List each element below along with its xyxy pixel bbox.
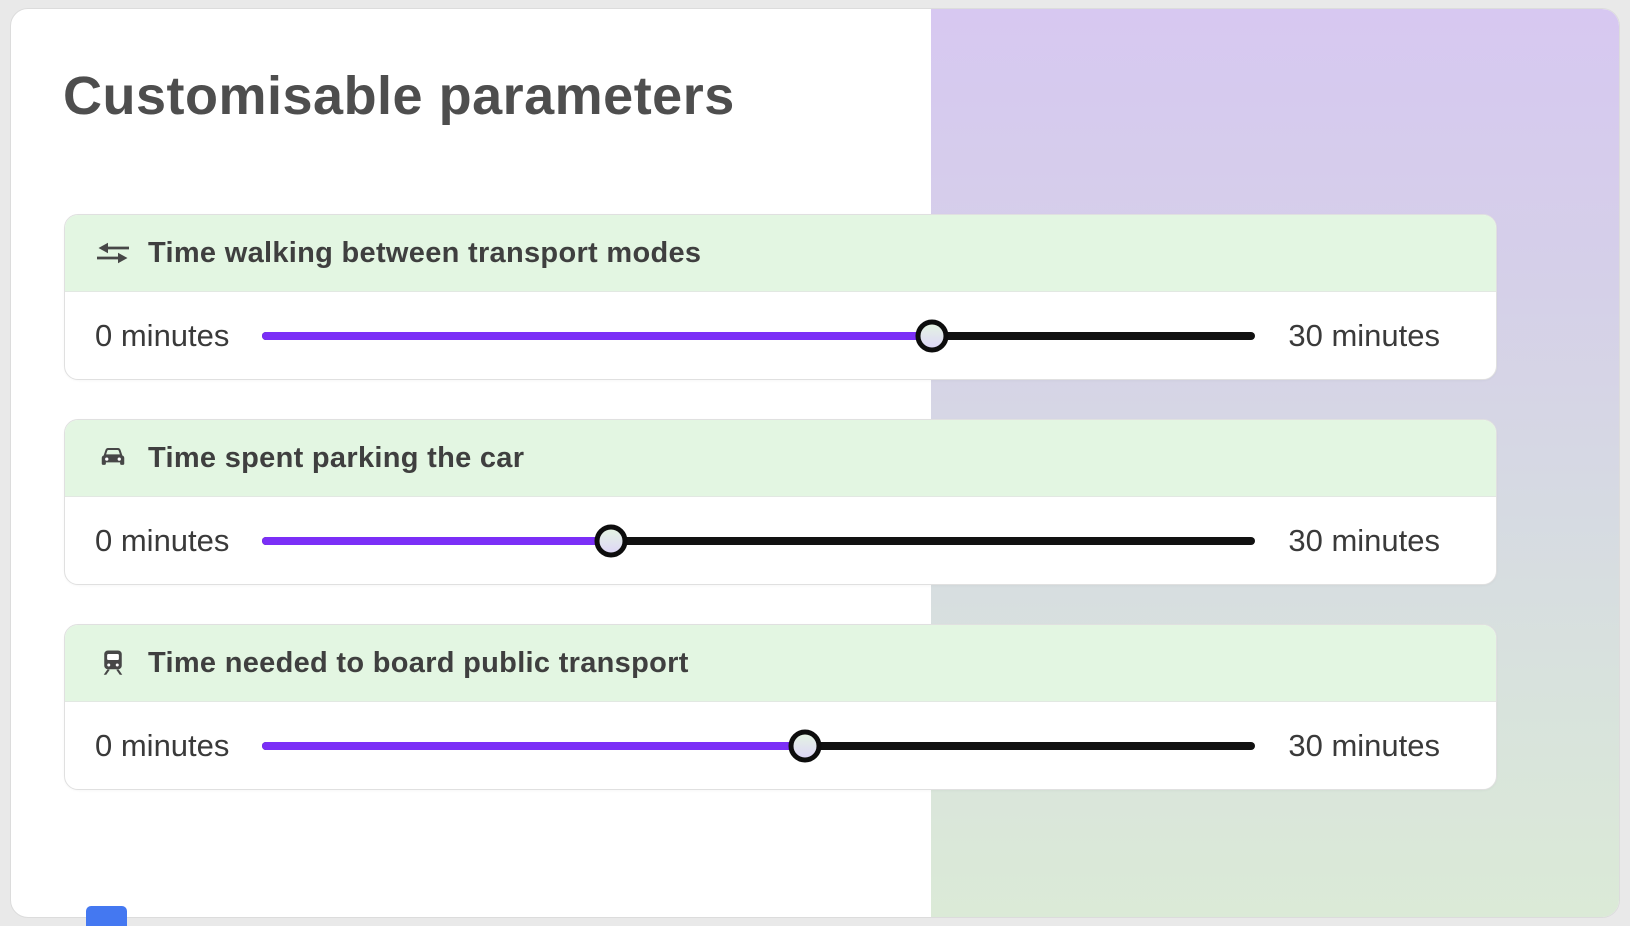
param-header-boarding: Time needed to board public transport	[65, 625, 1496, 702]
slider-track[interactable]	[262, 319, 1256, 353]
slider-min-label: 0 minutes	[95, 523, 230, 558]
main-card: Customisable parameters Time walking bet…	[10, 8, 1620, 918]
swap-arrows-icon	[95, 237, 131, 269]
slider-row-parking: 0 minutes 30 minutes	[65, 497, 1496, 584]
slider-max-label: 30 minutes	[1288, 523, 1440, 558]
param-card-walking: Time walking between transport modes 0 m…	[64, 214, 1497, 380]
param-label: Time walking between transport modes	[148, 236, 702, 269]
slider-thumb[interactable]	[788, 729, 822, 763]
slider-row-boarding: 0 minutes 30 minutes	[65, 702, 1496, 789]
train-icon	[95, 647, 131, 679]
slider-max-label: 30 minutes	[1288, 318, 1440, 353]
param-card-boarding: Time needed to board public transport 0 …	[64, 624, 1497, 790]
slider-min-label: 0 minutes	[95, 728, 230, 763]
slider-fill	[262, 332, 932, 340]
slider-max-label: 30 minutes	[1288, 728, 1440, 763]
slider-track[interactable]	[262, 524, 1256, 558]
param-header-parking: Time spent parking the car	[65, 420, 1496, 497]
partially-visible-blue-element[interactable]	[86, 906, 127, 926]
slider-thumb[interactable]	[594, 524, 628, 558]
page-title: Customisable parameters	[63, 66, 735, 126]
car-icon	[95, 442, 131, 474]
slider-fill	[262, 742, 805, 750]
slider-track[interactable]	[262, 729, 1256, 763]
param-card-parking: Time spent parking the car 0 minutes 30 …	[64, 419, 1497, 585]
slider-min-label: 0 minutes	[95, 318, 230, 353]
param-header-walking: Time walking between transport modes	[65, 215, 1496, 292]
slider-fill	[262, 537, 611, 545]
slider-thumb[interactable]	[915, 319, 949, 353]
param-label: Time needed to board public transport	[148, 646, 689, 679]
slider-row-walking: 0 minutes 30 minutes	[65, 292, 1496, 379]
param-label: Time spent parking the car	[148, 441, 525, 474]
